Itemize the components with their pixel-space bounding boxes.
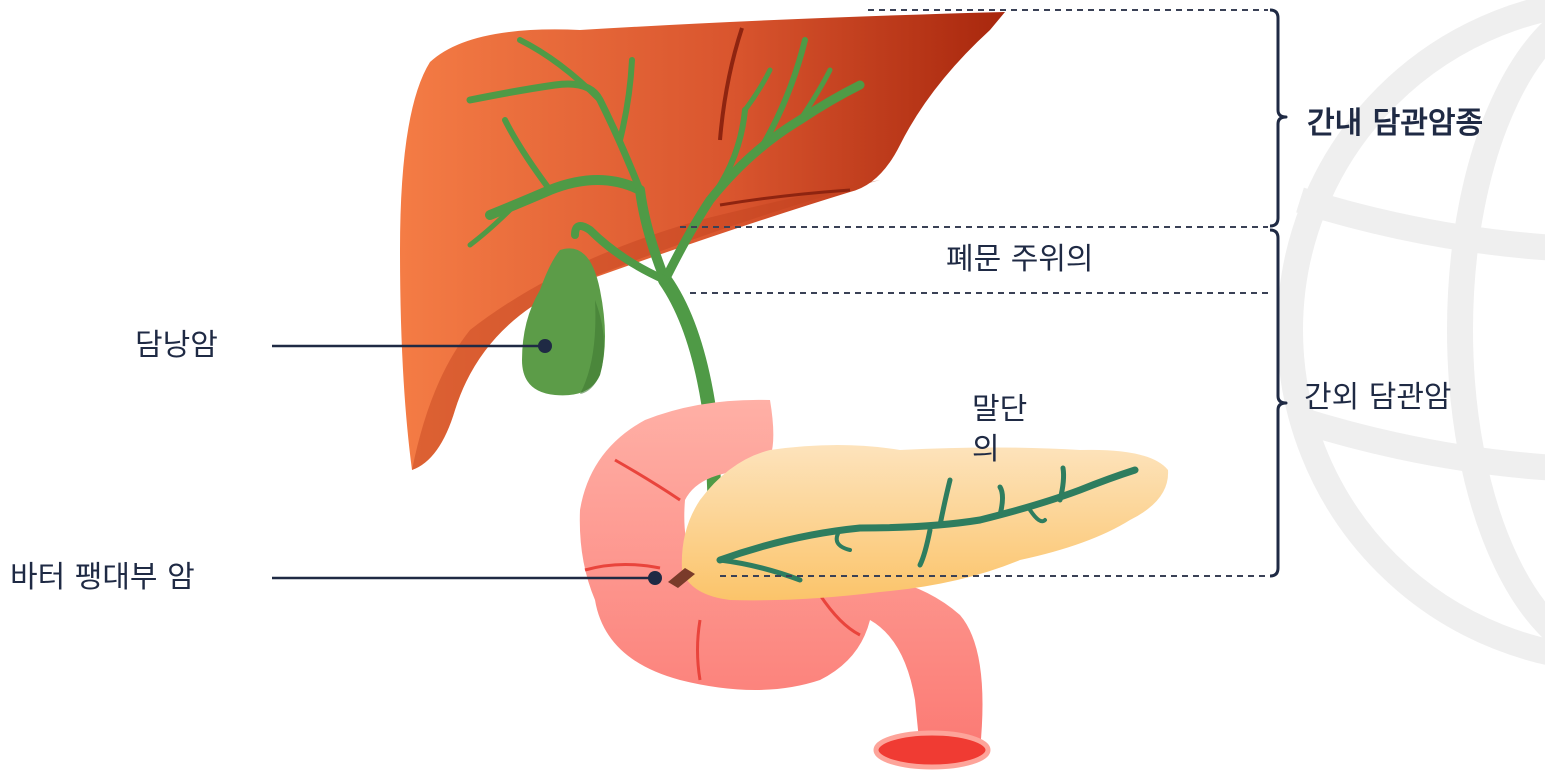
bracket-intrahepatic bbox=[1270, 10, 1286, 226]
marker-ampulla bbox=[648, 571, 662, 585]
label-intrahepatic-cholangiocarcinoma: 간내 담관암종 bbox=[1307, 106, 1483, 142]
watermark-globe bbox=[1290, 0, 1545, 660]
marker-gallbladder bbox=[538, 339, 552, 353]
label-distal: 말단의 bbox=[972, 390, 1052, 470]
label-extrahepatic-cholangiocarcinoma: 간외 담관암 bbox=[1304, 380, 1452, 416]
duodenum-opening bbox=[876, 733, 988, 767]
label-perihilar: 폐문 주위의 bbox=[946, 242, 1094, 278]
label-ampulla-of-vater-cancer: 바터 팽대부 암 bbox=[10, 560, 195, 596]
label-gallbladder-cancer: 담낭암 bbox=[135, 328, 218, 364]
